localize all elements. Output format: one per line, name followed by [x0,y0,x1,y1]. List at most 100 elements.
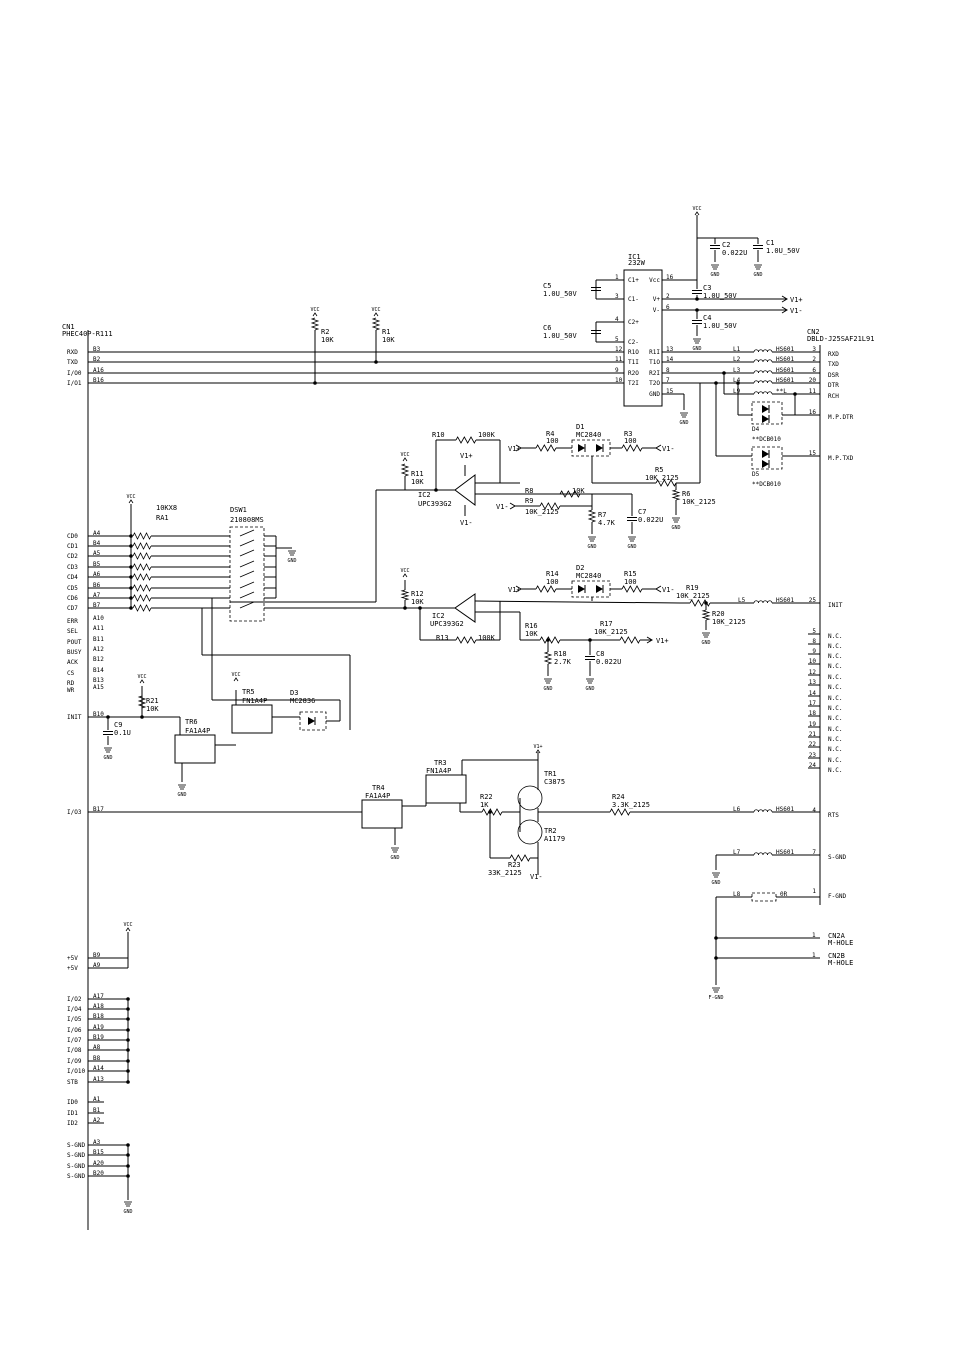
diode [762,460,769,468]
label: C1- [628,296,639,303]
ic2a-opamp [454,474,476,506]
label: N.C. [828,767,842,774]
resistor [689,599,711,607]
cn1-pin-label: B14 [93,667,104,674]
label: N.C. [828,653,842,660]
dip-switch [239,560,255,568]
label: 12 [615,346,623,353]
label: 25 [809,597,817,604]
resistor [455,436,477,444]
cn1-signal-label: STB [67,1079,78,1086]
label: R1I [649,349,660,356]
label: V- [653,307,660,314]
arrow [646,636,653,644]
cn1-signal-label: ID1 [67,1110,78,1117]
label: 3 [615,293,619,300]
vcc-label: VCC [692,206,701,212]
label: 0.022U [722,249,747,257]
resistor [132,542,152,550]
cn1-pin-label: A17 [93,993,104,1000]
label: HS601 [776,806,794,813]
resistor [132,594,152,602]
diode [762,405,769,413]
dip-switch [239,591,255,599]
cn1-pin-label: A5 [93,550,101,557]
label: 1.0U_50V [703,292,738,300]
label: 10K_2125 [682,498,716,506]
cn1-signal-label: CD0 [67,533,78,540]
cn1-pin-label: A15 [93,684,104,691]
cn1-pin-label: B1 [93,1107,101,1114]
ground-label: GND [585,686,594,692]
label: 0R [780,891,788,898]
label: N.C. [828,695,842,702]
label: 14 [666,356,674,363]
cn1-pin-label: A10 [93,615,104,622]
cn1-pin-label: B7 [93,602,101,609]
d5-body [751,446,783,470]
label: R8 [525,487,533,495]
label: 3 [812,346,816,353]
vcc-label: VCC [400,452,409,458]
vcc-arrow [128,499,134,504]
label: IC1 [628,253,641,261]
label: 1 [812,952,816,959]
label: N.C. [828,663,842,670]
inductor [753,380,773,384]
l8-body [751,892,777,902]
cn1-signal-label: CD4 [67,574,78,581]
d4-body [751,401,783,425]
resistor [132,573,152,581]
dip-switch [239,549,255,557]
label: R24 [612,793,625,801]
label: UPC393G2 [418,500,452,508]
label: N.C. [828,746,842,753]
label: N.C. [828,705,842,712]
ic2b-opamp [454,593,476,623]
label: 13 [666,346,674,353]
label: C3 [703,284,711,292]
dsw1-body [229,526,265,622]
label: L3 [733,367,741,374]
label: RXD [828,351,839,358]
cn1-signal-label: S-GND [67,1142,85,1149]
label: 22 [809,741,817,748]
cn1-signal-label: CD1 [67,543,78,550]
tr6-body [174,734,216,764]
cn1-pin-label: A11 [93,625,104,632]
label: 16 [666,274,674,281]
label: L1 [733,346,741,353]
label: R18 [554,650,567,658]
label: R2I [649,370,660,377]
arrow [509,502,516,510]
label: V1+ [460,452,473,460]
junction-dot [736,381,740,385]
label: FN1A4P [242,697,267,705]
vcc-label: VCC [137,674,146,680]
label: R1 [382,328,390,336]
junction-dot [129,534,133,538]
label: D1 [576,423,584,431]
label: C8 [596,650,604,658]
label: 10K_2125 [676,592,710,600]
tr4-body [361,799,403,829]
label: V1- [662,445,675,453]
label: 4.7K [598,519,616,527]
ground-label: GND [123,1209,132,1215]
label: V1- [530,873,543,881]
label: 9 [615,367,619,374]
label: RCH [828,393,839,400]
junction-dot [129,554,133,558]
cn1-signal-label: CD2 [67,553,78,560]
label: N.C. [828,643,842,650]
label: L5 [738,597,746,604]
cn1-pin-label: B8 [93,1055,101,1062]
label: 10K_2125 [525,508,559,516]
inductor [753,852,773,856]
label: R7 [598,511,606,519]
resistor [400,589,410,601]
label: 5 [615,336,619,343]
label: 10K [525,630,538,638]
junction-dot [129,544,133,548]
